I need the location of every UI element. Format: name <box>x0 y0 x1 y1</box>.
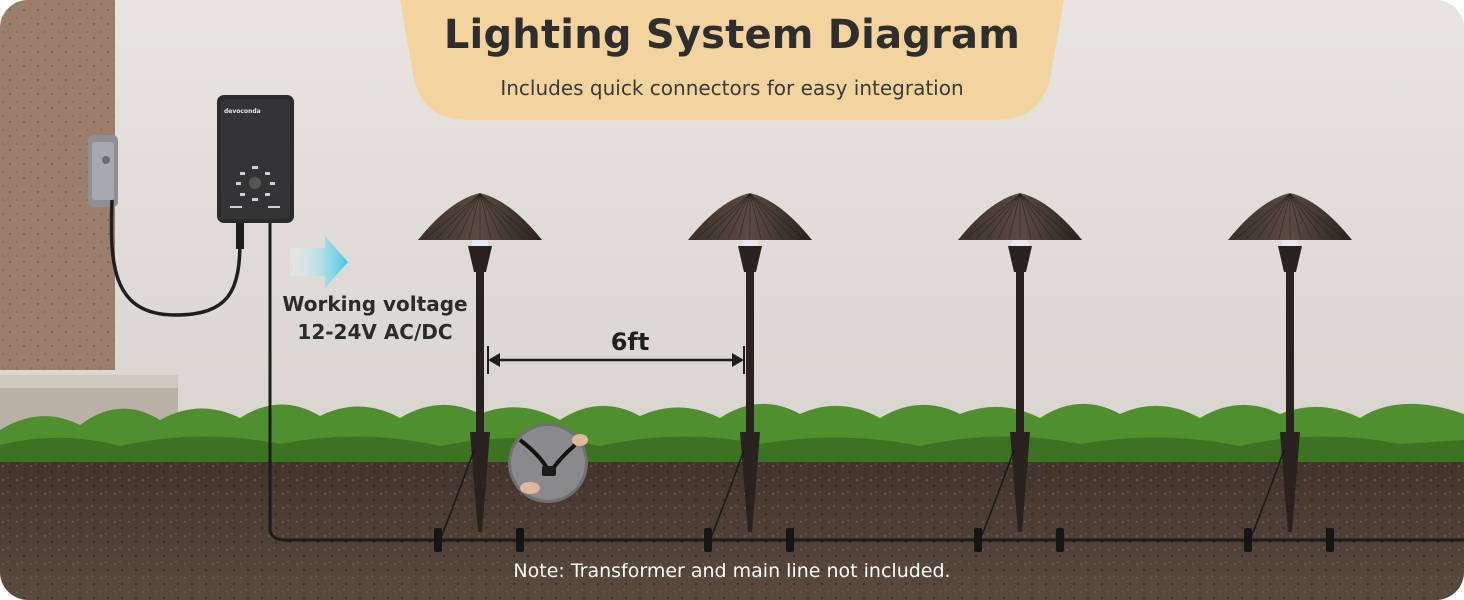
wire-connector <box>1244 528 1252 552</box>
path-lights-group <box>418 193 1352 541</box>
diagram-title: Lighting System Diagram <box>443 12 1021 58</box>
wire-connector <box>1056 528 1064 552</box>
voltage-label: Working voltage 12-24V AC/DC <box>270 290 480 346</box>
path-light-icon <box>418 193 542 541</box>
wire-connector <box>516 528 524 552</box>
wire-connector <box>1326 528 1334 552</box>
main-line <box>268 223 1464 542</box>
transformer-icon <box>217 95 294 249</box>
title-banner: Lighting System Diagram Includes quick c… <box>400 0 1064 120</box>
path-light-icon <box>688 193 812 541</box>
power-cord <box>109 199 242 317</box>
wire-connector <box>434 528 442 552</box>
connectors-group <box>434 528 1334 552</box>
transformer-brand-label: devoconda <box>224 108 261 115</box>
voltage-label-line2: 12-24V AC/DC <box>297 320 453 344</box>
wire-connector <box>974 528 982 552</box>
outlet-icon <box>88 135 118 207</box>
note-text: Note: Transformer and main line not incl… <box>513 560 951 582</box>
spacing-label: 6ft <box>610 328 650 356</box>
path-light-icon <box>1228 193 1352 541</box>
wire-connector <box>704 528 712 552</box>
quick-connector-icon <box>508 423 588 503</box>
wire-connector <box>786 528 794 552</box>
voltage-label-line1: Working voltage <box>282 292 468 316</box>
path-light-icon <box>958 193 1082 541</box>
arrow-right-icon <box>290 236 348 288</box>
spacing-dimension-line <box>487 346 745 374</box>
title-banner-shape <box>400 0 1064 120</box>
diagram-subtitle: Includes quick connectors for easy integ… <box>500 76 964 100</box>
